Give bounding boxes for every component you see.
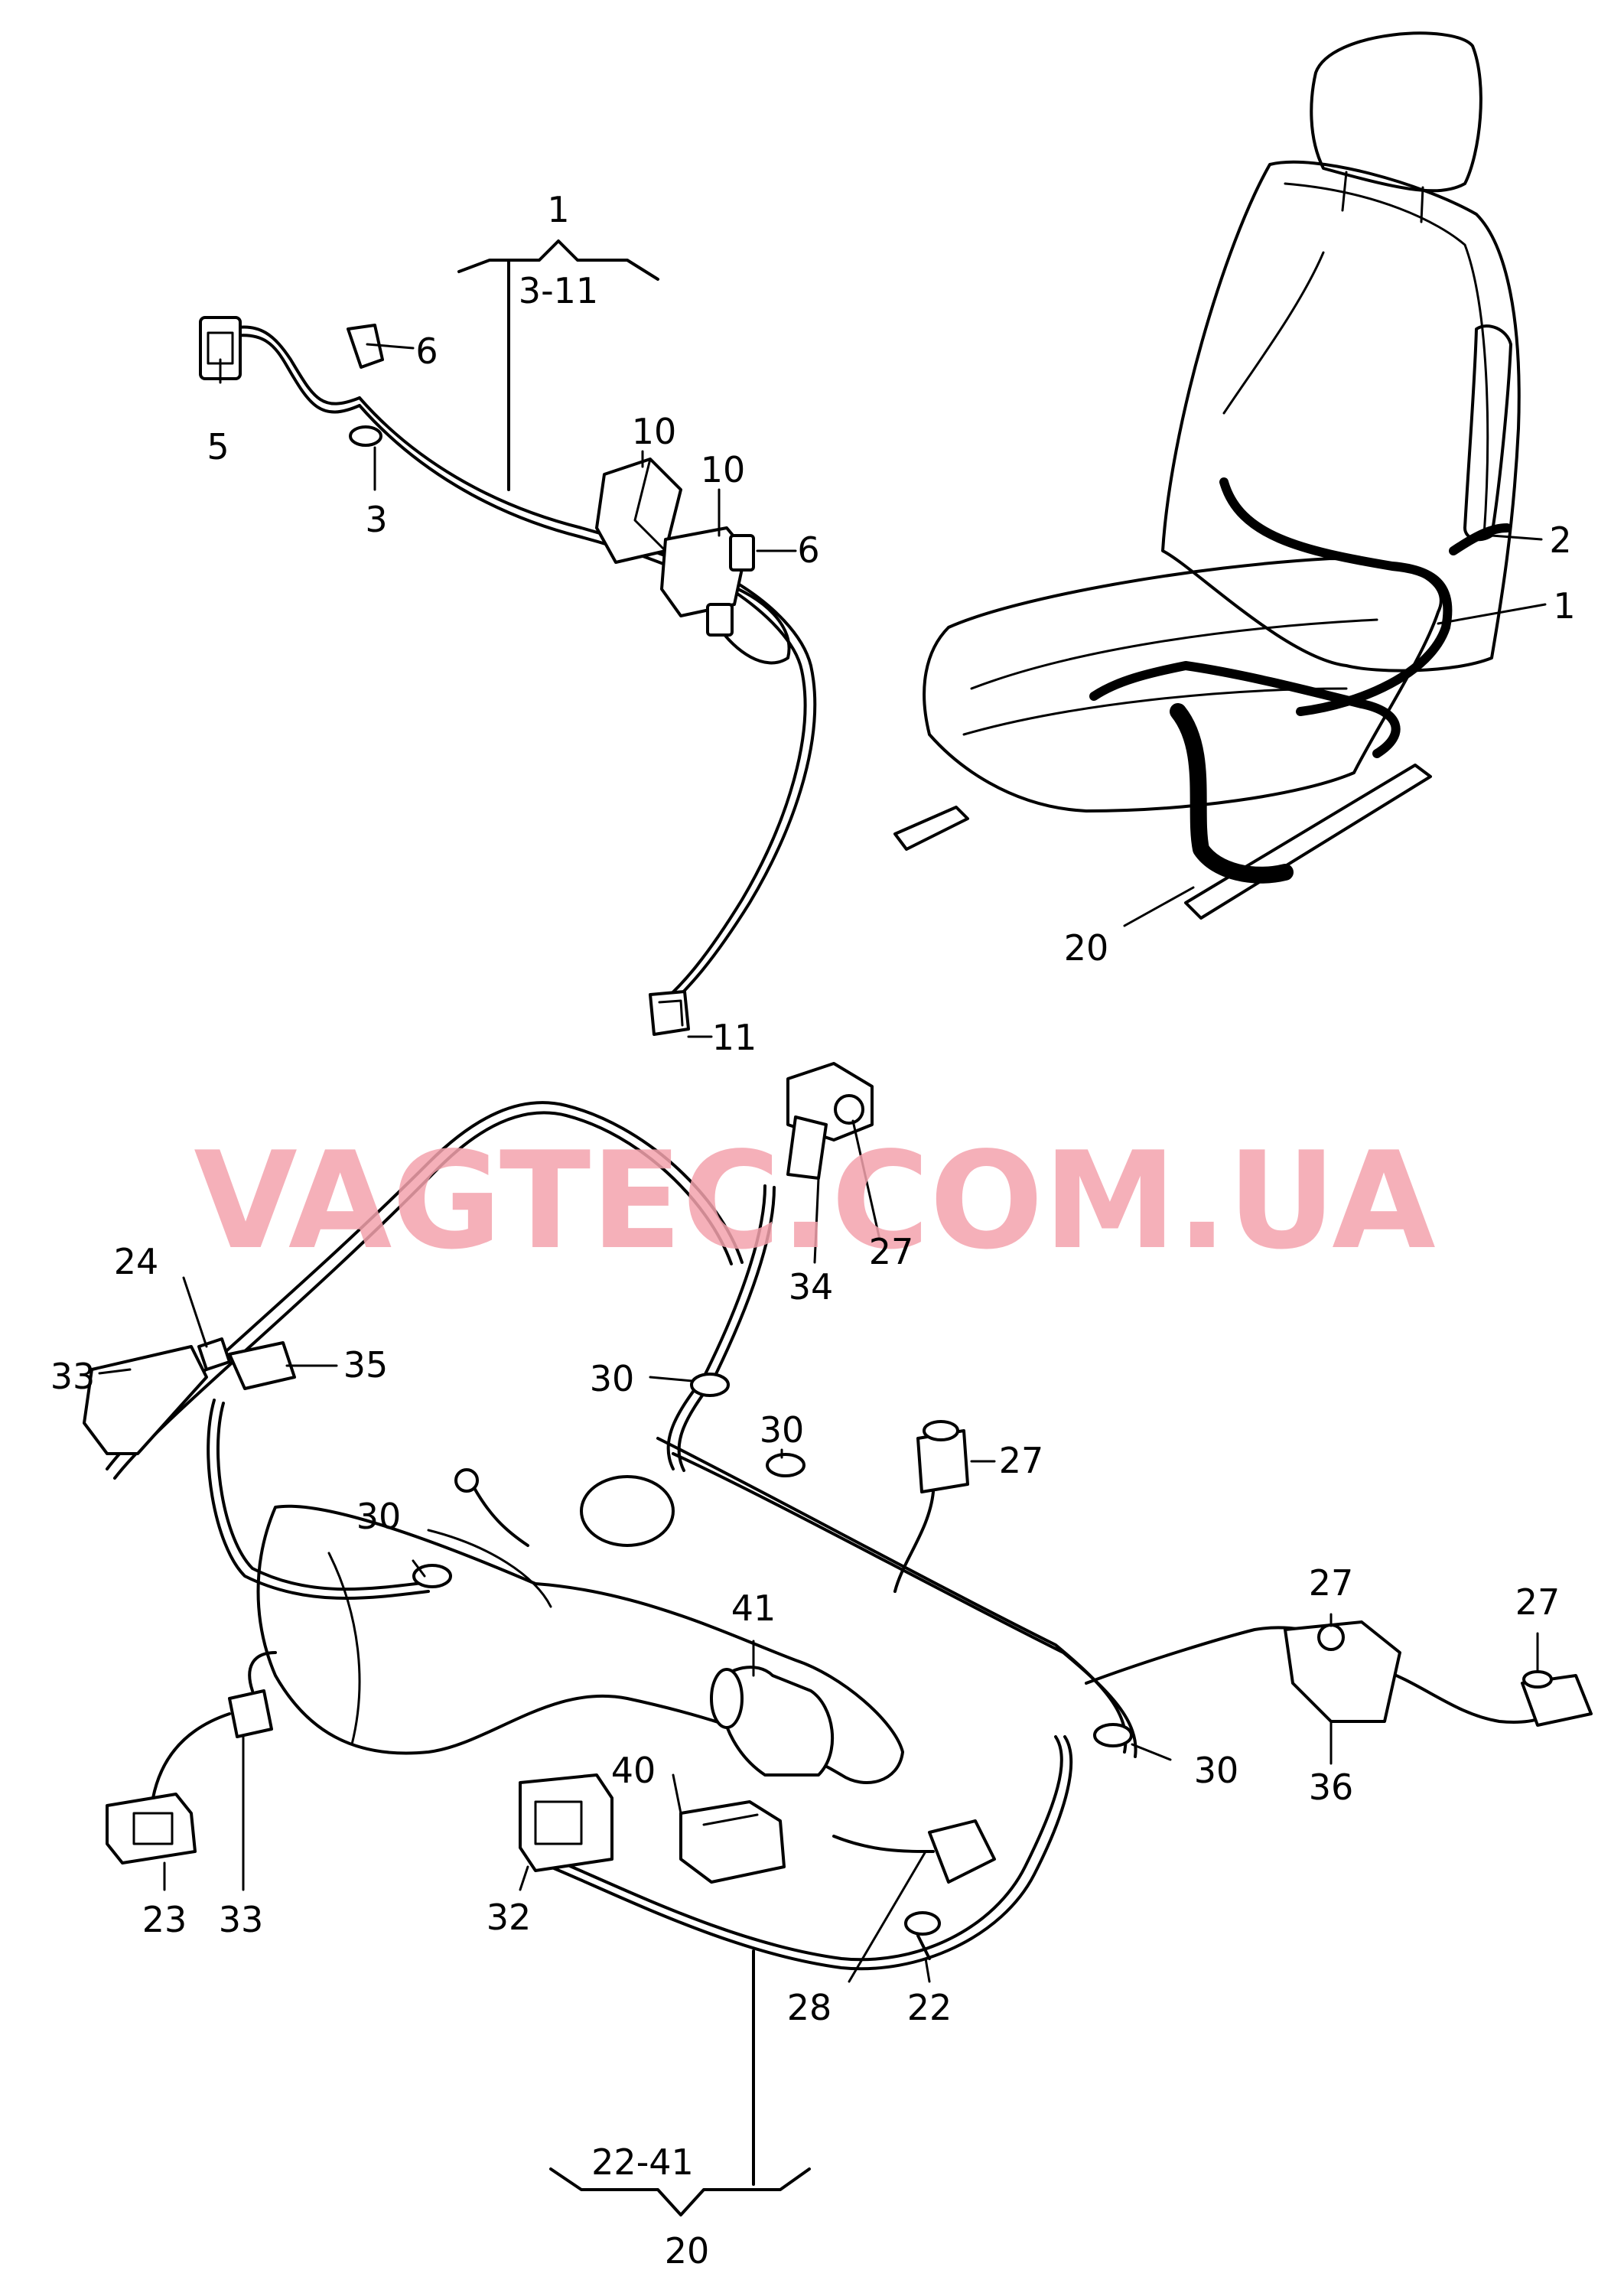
label-3: 3 <box>365 499 387 540</box>
label-6-upper: 6 <box>415 331 438 372</box>
label-41: 41 <box>731 1588 776 1629</box>
label-32: 32 <box>487 1897 532 1938</box>
label-2: 2 <box>1549 519 1571 561</box>
label-36: 36 <box>1309 1767 1354 1808</box>
label-24: 24 <box>114 1241 159 1282</box>
label-bottom-group-item: 20 <box>665 2230 710 2272</box>
label-top-group-item: 1 <box>547 189 569 230</box>
label-10-left: 10 <box>632 411 677 452</box>
bottom-group-bracket <box>549 1949 811 2216</box>
seat-harness-part-20 <box>83 1062 1593 1971</box>
label-33-upper: 33 <box>50 1356 96 1397</box>
label-5: 5 <box>207 426 229 467</box>
label-bottom-group-range: 22-41 <box>591 2141 694 2183</box>
part-labels: 1 3-11 5 6 3 10 10 6 11 2 1 20 24 33 35 … <box>50 189 1576 2272</box>
label-22: 22 <box>907 1987 952 2028</box>
label-34: 34 <box>789 1266 834 1308</box>
label-23: 23 <box>142 1899 187 1940</box>
label-11: 11 <box>712 1017 757 1058</box>
label-20-seat: 20 <box>1064 927 1109 969</box>
label-10-right: 10 <box>701 449 746 490</box>
seat-illustration <box>893 31 1521 920</box>
label-30-upper: 30 <box>590 1358 635 1399</box>
top-group-bracket <box>457 239 659 491</box>
label-27-far-right: 27 <box>1515 1581 1561 1623</box>
label-27-middle: 27 <box>999 1440 1044 1481</box>
seat-harness-part-1 <box>199 316 817 1036</box>
label-6-lower: 6 <box>797 529 819 571</box>
label-30-right: 30 <box>1194 1750 1239 1791</box>
label-top-group-range: 3-11 <box>519 270 598 311</box>
label-27-top: 27 <box>869 1231 914 1272</box>
label-30-middle: 30 <box>760 1409 805 1451</box>
label-1: 1 <box>1553 585 1575 627</box>
label-33-lower: 33 <box>219 1899 264 1940</box>
label-27-right: 27 <box>1309 1562 1354 1604</box>
leader-lines <box>98 343 1547 1983</box>
watermark: VAGTEC.COM.UA <box>194 1124 1435 1279</box>
label-35: 35 <box>343 1344 389 1386</box>
label-28: 28 <box>787 1987 832 2028</box>
label-30-left: 30 <box>356 1496 402 1537</box>
label-40: 40 <box>611 1750 656 1791</box>
